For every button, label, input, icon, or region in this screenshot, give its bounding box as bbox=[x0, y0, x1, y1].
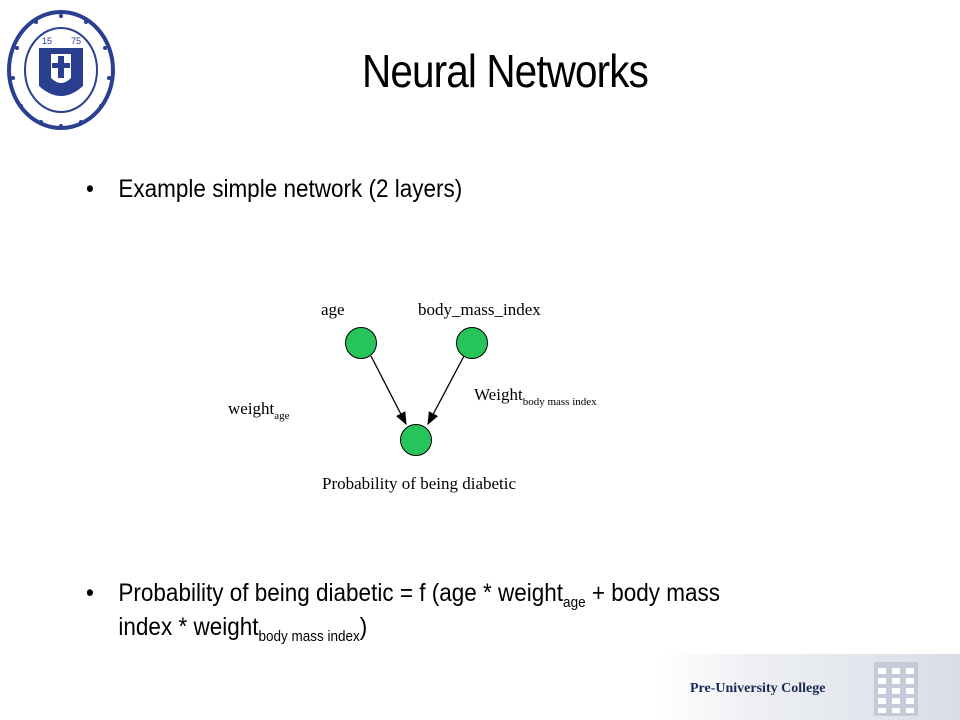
bullet-dot: • bbox=[86, 175, 94, 203]
footer-banner: Pre-University College bbox=[660, 654, 960, 720]
output-node bbox=[400, 424, 432, 456]
footer-label: Pre-University College bbox=[690, 681, 826, 696]
seal-number-left: 15 bbox=[42, 36, 52, 46]
formula-sub-age: age bbox=[563, 594, 586, 611]
input-label-age: age bbox=[321, 300, 345, 319]
formula-part-4: ) bbox=[359, 613, 368, 641]
edge-age bbox=[370, 355, 407, 426]
bullet-dot: • bbox=[86, 579, 94, 607]
college-logo-icon bbox=[874, 662, 918, 716]
formula-line-2: index * weightbody mass index) bbox=[118, 610, 367, 654]
bullet-example-text: Example simple network (2 layers) bbox=[118, 175, 463, 203]
input-node-age bbox=[345, 327, 377, 359]
input-node-bmi bbox=[456, 327, 488, 359]
input-label-bmi: body_mass_index bbox=[418, 300, 541, 319]
weight-bmi-sub: body mass index bbox=[523, 396, 597, 408]
edge-bmi bbox=[427, 355, 465, 426]
formula-line-1: Probability of being diabetic = f (age *… bbox=[118, 576, 720, 620]
output-label: Probability of being diabetic bbox=[322, 474, 516, 493]
seal-number-right: 75 bbox=[71, 36, 81, 46]
formula-part-3: index * weight bbox=[118, 613, 259, 641]
formula-part-2: + body mass bbox=[585, 579, 721, 607]
formula-part-1: Probability of being diabetic = f (age *… bbox=[118, 579, 564, 607]
university-seal-icon: 15 75 bbox=[7, 10, 115, 130]
formula-sub-bmi: body mass index bbox=[258, 628, 360, 645]
weight-age-sub: age bbox=[274, 410, 289, 422]
bullet-formula: • Probability of being diabetic = f (age… bbox=[86, 576, 896, 656]
weight-age-main: weight bbox=[228, 399, 275, 418]
weight-bmi-label: Weightbody mass index bbox=[474, 385, 597, 408]
bullet-example: • Example simple network (2 layers) bbox=[86, 172, 896, 212]
weight-bmi-main: Weight bbox=[474, 385, 523, 404]
slide-title: Neural Networks bbox=[362, 45, 649, 97]
weight-age-label: weightage bbox=[228, 399, 290, 422]
